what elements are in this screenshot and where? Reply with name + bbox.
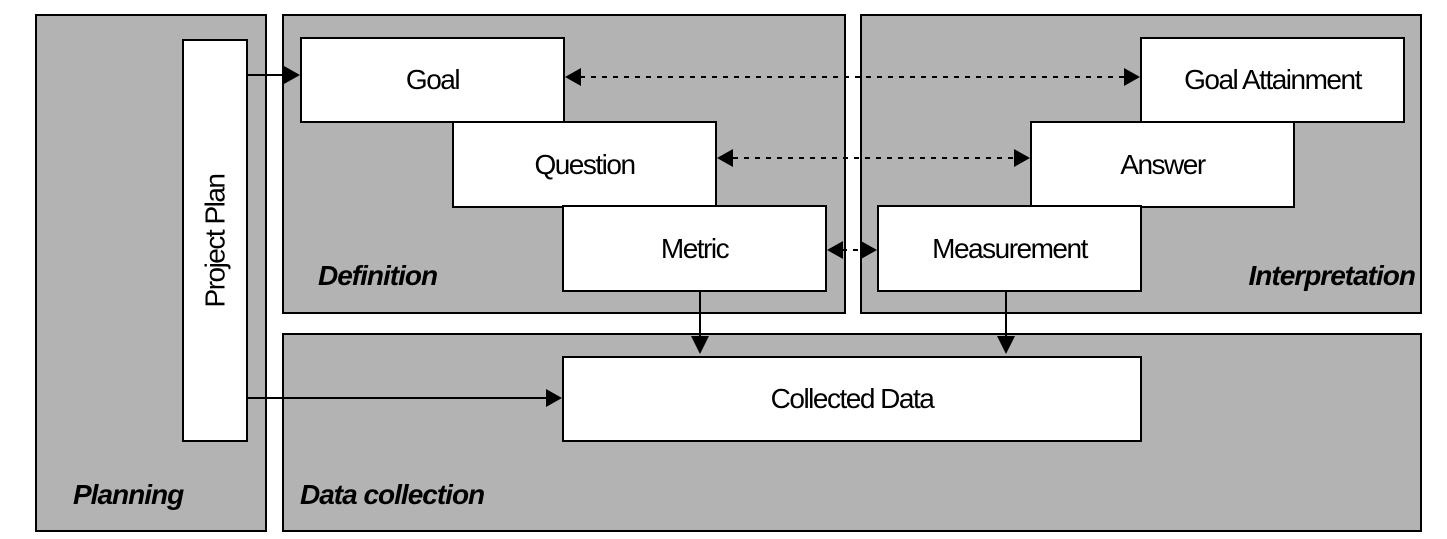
planning-label: Planning [73,479,184,510]
data-collection-label: Data collection [300,479,485,510]
interpretation-label: Interpretation [1248,260,1416,291]
collected-data-box: Collected Data [562,356,1142,442]
goal-attainment-box: Goal Attainment [1140,37,1405,123]
project-plan-box: Project Plan [182,39,248,442]
answer-box: Answer [1030,121,1295,208]
goal-box: Goal [300,37,565,123]
measurement-box: Measurement [877,205,1142,292]
question-box: Question [452,121,717,208]
definition-label: Definition [318,260,438,291]
metric-box: Metric [562,205,827,292]
project-plan-text: Project Plan [199,174,230,307]
